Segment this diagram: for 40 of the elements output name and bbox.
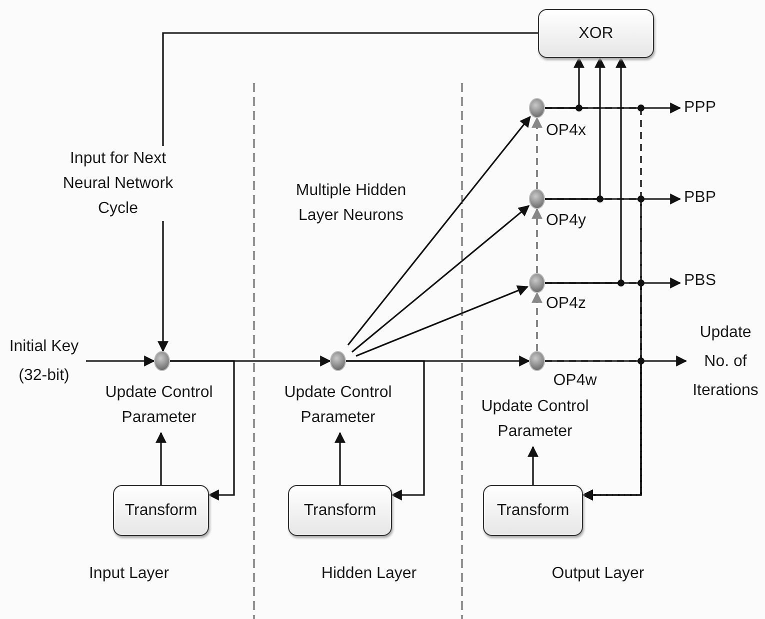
layer-label: Hidden Layer [320,564,418,584]
node-label: Update No. of Iterations [686,316,765,406]
arrow [347,116,531,346]
arrow [532,116,542,189]
arrow [346,360,425,500]
arrow [170,360,235,500]
neuron-circle [529,98,545,118]
arrow [532,292,542,351]
arrow [351,205,530,353]
neuron-caption: Update Control Parameter [283,383,393,428]
neuron-caption: OP4w [552,371,598,391]
neuron-caption: OP4y [544,211,587,231]
neuron-caption: OP4x [544,121,587,141]
neuron-circle [154,351,170,371]
annotation-text: Multiple Hidden Layer Neurons [294,181,408,226]
arrow [545,360,642,500]
process-box: Transform [113,485,209,536]
neuron-circle [529,351,545,371]
arrow [156,432,166,485]
neuron-circle [330,351,346,371]
arrow [334,432,346,485]
arrow [356,285,529,357]
neuron-caption: Update Control Parameter [104,383,214,428]
arrow [532,208,542,273]
node-label: PBS [680,268,720,292]
neuron-caption: OP4z [544,294,587,314]
process-box: Transform [288,485,392,536]
process-box: XOR [538,9,654,58]
node-label: PPP [680,95,720,119]
node-label: PBP [680,185,720,209]
node-label: Initial Key (32-bit) [2,316,86,406]
neuron-caption: Update Control Parameter [480,397,590,442]
neuron-circle [529,273,545,293]
layer-label: Output Layer [550,564,646,584]
layer-label: Input Layer [88,564,170,584]
arrow [158,32,538,352]
arrow [86,356,156,366]
arrow [528,446,538,485]
process-box: Transform [483,485,583,536]
neuron-circle [529,189,545,209]
